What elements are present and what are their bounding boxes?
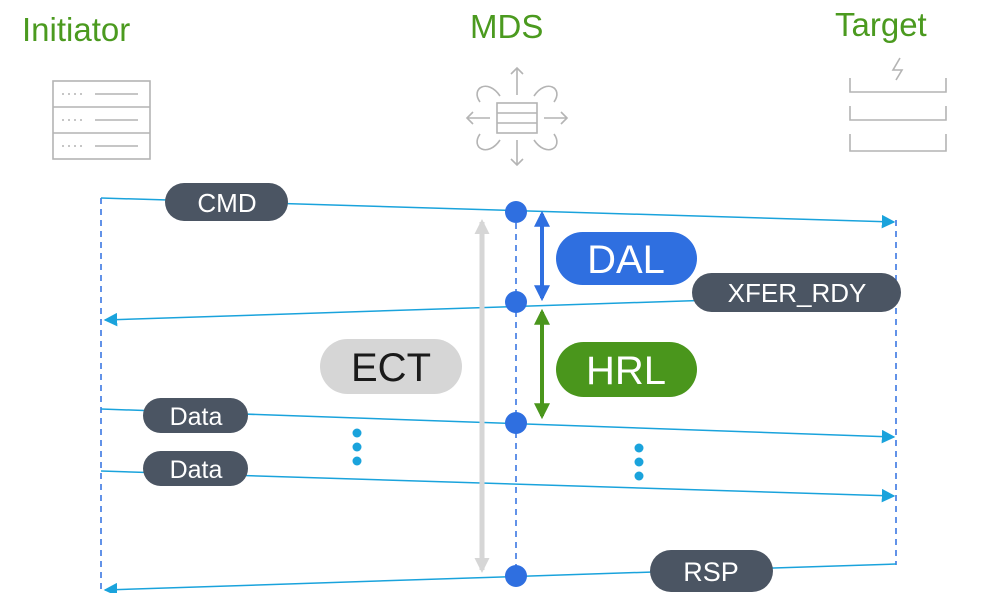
mds-data-dot xyxy=(505,412,527,434)
cmd-pill xyxy=(165,183,288,221)
mds-xfer-rdy-dot xyxy=(505,291,527,313)
switch-icon xyxy=(465,66,569,167)
data1-label: Data xyxy=(170,403,223,431)
xfer-rdy-label: XFER_RDY xyxy=(728,278,867,308)
ellipsis-right xyxy=(634,443,644,481)
data2-pill xyxy=(143,451,248,486)
xfer-rdy-pill xyxy=(692,273,901,312)
dal-pill xyxy=(556,232,697,285)
ect-pill xyxy=(320,339,462,394)
storage-array-icon xyxy=(849,57,947,152)
ellipsis-left xyxy=(352,428,362,466)
mds-rsp-dot xyxy=(505,565,527,587)
mds-cmd-dot xyxy=(505,201,527,223)
rsp-arrow xyxy=(103,563,897,593)
data1-pill xyxy=(143,398,248,433)
hrl-label: HRL xyxy=(586,349,666,393)
data2-label: Data xyxy=(170,456,223,484)
rsp-label: RSP xyxy=(683,557,739,587)
cmd-label: CMD xyxy=(197,188,256,218)
mds-header: MDS xyxy=(470,8,543,45)
initiator-header: Initiator xyxy=(22,11,130,48)
server-icon xyxy=(52,80,151,160)
dal-label: DAL xyxy=(587,238,665,282)
ect-label: ECT xyxy=(351,346,431,390)
target-header: Target xyxy=(835,6,927,43)
rsp-pill xyxy=(650,550,773,592)
hrl-pill xyxy=(556,342,697,397)
